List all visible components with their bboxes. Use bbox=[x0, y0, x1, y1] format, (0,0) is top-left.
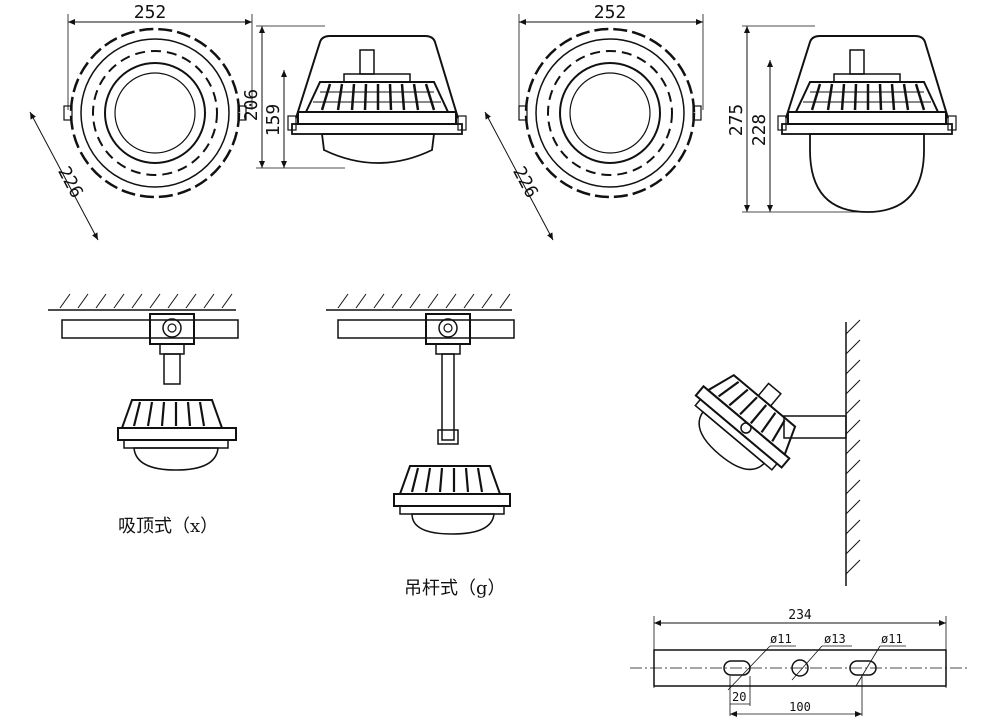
side-view-2-height-inner-label: 228 bbox=[749, 114, 770, 147]
ceiling-lamp-body bbox=[117, 399, 237, 471]
front-view-2: 252 226 bbox=[484, 2, 704, 241]
bracket-hole-left-label: ø11 bbox=[770, 632, 792, 646]
bracket-hole-right-label: ø11 bbox=[881, 632, 903, 646]
bracket-offset-label: 20 bbox=[732, 690, 746, 704]
front-view-1: 252 226 bbox=[29, 2, 253, 241]
ceiling-mount-caption: 吸顶式（x） bbox=[118, 516, 218, 537]
lamp-side-body-2 bbox=[777, 35, 957, 213]
pendant-mount-view: 吊杆式（g） bbox=[326, 293, 515, 599]
bracket-length-label: 234 bbox=[788, 608, 812, 623]
wall-lamp-body bbox=[694, 373, 797, 471]
front-view-1-width-label: 252 bbox=[134, 2, 167, 23]
lamp-front-body bbox=[63, 27, 247, 199]
front-view-2-width-label: 252 bbox=[594, 2, 627, 23]
pendant-mount-caption: 吊杆式（g） bbox=[404, 578, 506, 599]
pendant-lamp-body bbox=[393, 465, 511, 535]
bracket-detail: 234 ø11 ø13 ø11 20 100 bbox=[630, 608, 970, 717]
lamp-front-body-2 bbox=[518, 27, 702, 199]
front-view-2-diag-label: 226 bbox=[508, 163, 542, 202]
bracket-spacing-label: 100 bbox=[789, 700, 811, 714]
front-view-1-diag-label: 226 bbox=[53, 163, 87, 202]
wall-mount-view bbox=[694, 319, 861, 586]
bracket-hole-center-label: ø13 bbox=[824, 632, 846, 646]
side-view-1: 206 159 bbox=[241, 25, 467, 169]
lamp-side-body bbox=[287, 35, 467, 164]
side-view-2-height-outer-label: 275 bbox=[726, 104, 747, 137]
side-view-1-height-outer-label: 206 bbox=[241, 89, 262, 122]
ceiling-mount-view: 吸顶式（x） bbox=[48, 293, 239, 537]
side-view-1-height-inner-label: 159 bbox=[263, 104, 284, 137]
side-view-2: 275 228 bbox=[726, 25, 957, 213]
